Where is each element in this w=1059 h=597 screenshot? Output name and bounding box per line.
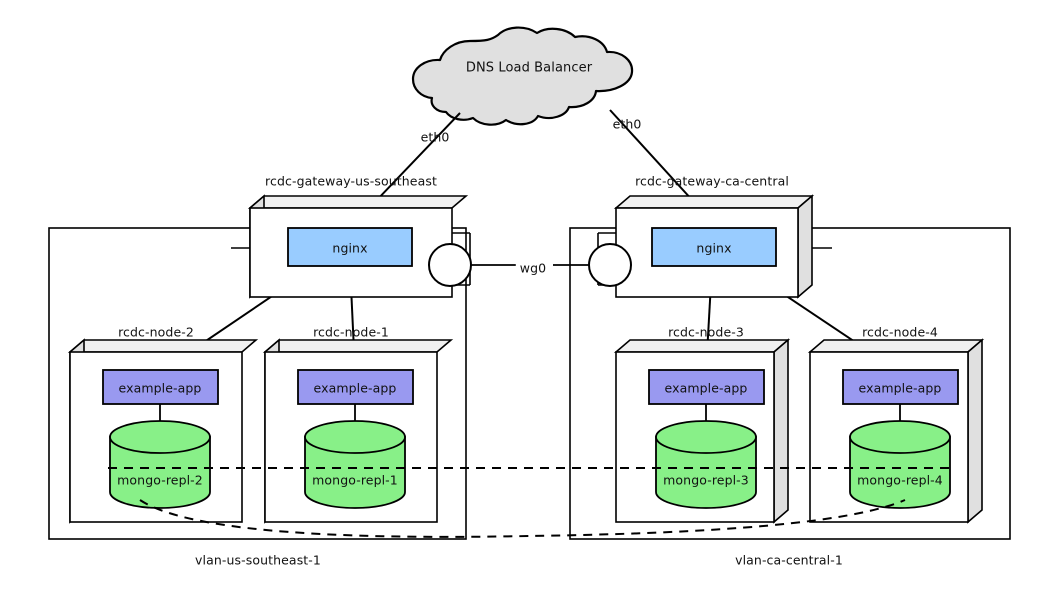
db-cylinder-node-3[interactable] — [655, 420, 757, 509]
nginx-box-ca-central[interactable] — [651, 227, 777, 267]
app-label-node-4: example-app — [858, 380, 942, 396]
node-3-db-body — [655, 436, 757, 509]
db-cylinder-node-4[interactable] — [849, 420, 951, 509]
nginx-box-us-southeast[interactable] — [287, 227, 413, 267]
gateway-ca-central-label: rcdc-gateway-ca-central — [635, 173, 789, 189]
nginx-label-ca: nginx — [696, 240, 732, 256]
node-box-rcdc-node-3[interactable] — [613, 338, 791, 524]
node-1-db-body — [304, 436, 406, 509]
node-4-db-top — [849, 420, 951, 454]
db-label-node-1: mongo-repl-1 — [312, 472, 398, 488]
wg-us-circle — [428, 243, 472, 287]
node-2-db-body — [109, 436, 211, 509]
app-label-node-2: example-app — [118, 380, 202, 396]
db-label-node-3: mongo-repl-3 — [663, 472, 749, 488]
eth0-label-right: eth0 — [612, 116, 642, 132]
gateway-box-us-southeast[interactable] — [231, 194, 470, 299]
eth0-label-left: eth0 — [420, 129, 450, 145]
gateway-ca-side-face — [797, 194, 813, 299]
app-box-node-2[interactable] — [102, 369, 219, 405]
wg-ca-circle — [588, 243, 632, 287]
wg0-label: wg0 — [515, 260, 551, 276]
app-box-node-1[interactable] — [297, 369, 414, 405]
vlan-us-southeast-label: vlan-us-southeast-1 — [195, 552, 321, 568]
gateway-ca-top-face — [613, 195, 815, 209]
node-4-side-face — [967, 338, 983, 524]
node-4-label: rcdc-node-4 — [862, 324, 938, 340]
node-4-db-body — [849, 436, 951, 509]
app-label-node-1: example-app — [313, 380, 397, 396]
app-label-node-3: example-app — [664, 380, 748, 396]
node-1-db-top — [304, 420, 406, 454]
node-box-rcdc-node-1[interactable] — [262, 338, 454, 524]
node-box-rcdc-node-4[interactable] — [807, 338, 985, 524]
node-3-side-face — [773, 338, 789, 524]
db-label-node-4: mongo-repl-4 — [857, 472, 943, 488]
nginx-label-us: nginx — [332, 240, 368, 256]
node-4-top-face — [807, 339, 985, 353]
node-box-rcdc-node-2[interactable] — [67, 338, 259, 524]
node-1-top-face — [262, 339, 454, 353]
app-box-node-4[interactable] — [842, 369, 959, 405]
edge-mongo-replication-curve — [139, 499, 906, 538]
gateway-box-ca-central[interactable] — [598, 194, 832, 299]
gateway-us-southeast-label: rcdc-gateway-us-southeast — [265, 173, 437, 189]
vlan-ca-central-label: vlan-ca-central-1 — [735, 552, 843, 568]
node-1-label: rcdc-node-1 — [313, 324, 389, 340]
node-2-db-top — [109, 420, 211, 454]
node-2-top-face — [67, 339, 259, 353]
db-cylinder-node-1[interactable] — [304, 420, 406, 509]
node-2-label: rcdc-node-2 — [118, 324, 194, 340]
gateway-us-top-face — [247, 195, 469, 209]
cloud-label: DNS Load Balancer — [465, 60, 593, 76]
db-label-node-2: mongo-repl-2 — [117, 472, 203, 488]
node-3-top-face — [613, 339, 791, 353]
dns-load-balancer-cloud — [411, 26, 634, 126]
node-3-label: rcdc-node-3 — [668, 324, 744, 340]
app-box-node-3[interactable] — [648, 369, 765, 405]
db-cylinder-node-2[interactable] — [109, 420, 211, 509]
node-3-db-top — [655, 420, 757, 454]
